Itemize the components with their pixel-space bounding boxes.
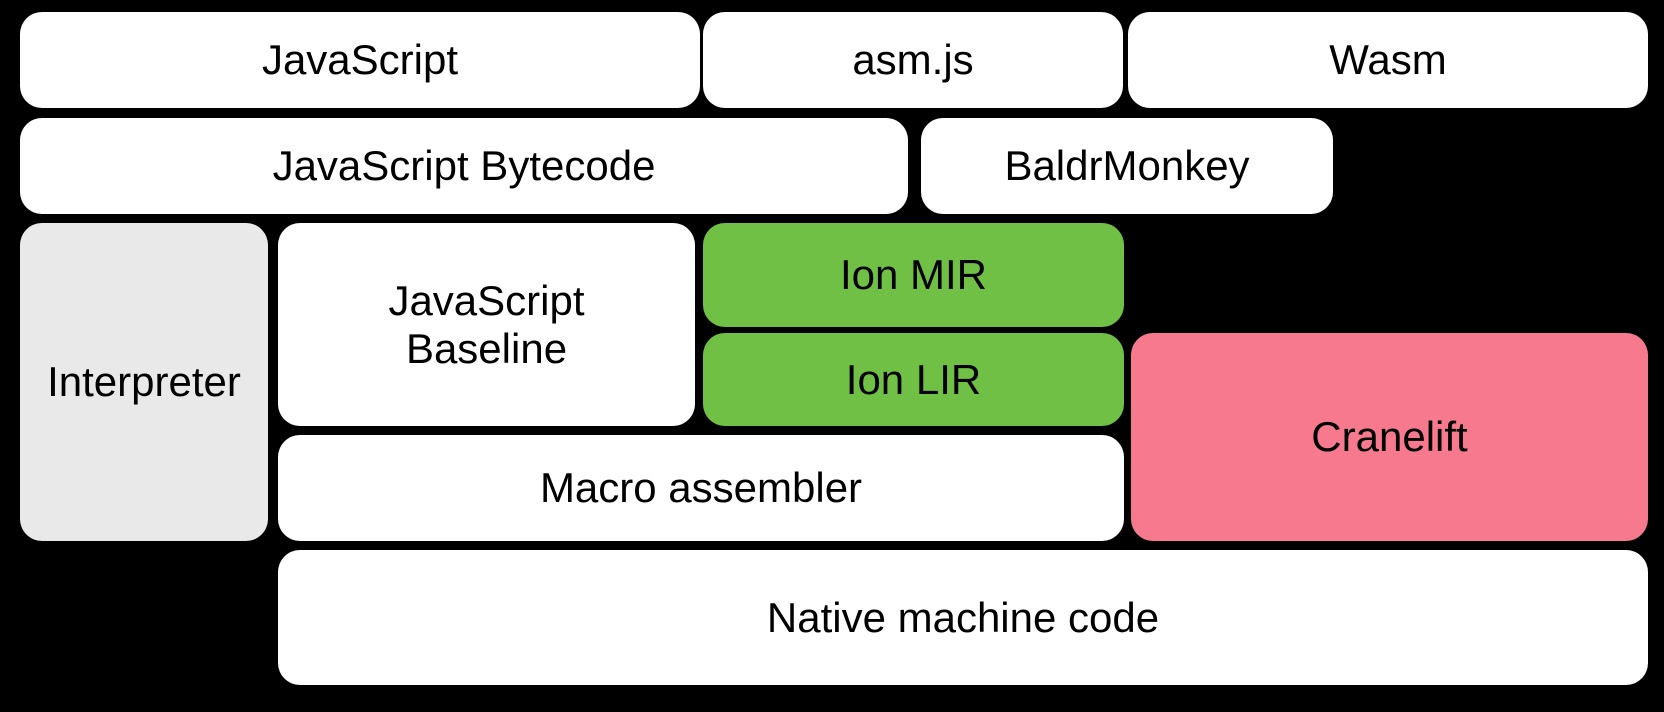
node-javascript[interactable]: JavaScript [20,12,700,108]
node-native-machine-code[interactable]: Native machine code [278,550,1648,685]
node-ion-lir[interactable]: Ion LIR [703,333,1124,426]
node-ion-mir[interactable]: Ion MIR [703,223,1124,327]
node-wasm[interactable]: Wasm [1128,12,1648,108]
node-asmjs[interactable]: asm.js [703,12,1123,108]
node-cranelift[interactable]: Cranelift [1131,333,1648,541]
node-javascript-baseline[interactable]: JavaScript Baseline [278,223,695,426]
node-macro-assembler[interactable]: Macro assembler [278,435,1124,541]
node-interpreter[interactable]: Interpreter [20,223,268,541]
node-baldrmonkey[interactable]: BaldrMonkey [921,118,1333,214]
node-javascript-bytecode[interactable]: JavaScript Bytecode [20,118,908,214]
